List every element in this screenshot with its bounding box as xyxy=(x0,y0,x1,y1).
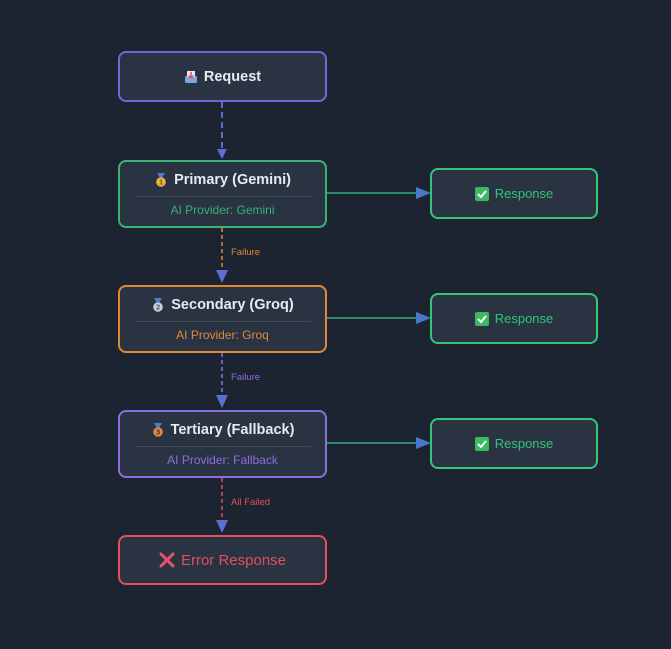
edge-label-all-failed: All Failed xyxy=(231,497,271,508)
secondary-subtitle: AI Provider: Groq xyxy=(176,327,269,342)
svg-text:1: 1 xyxy=(159,178,164,186)
response-title: Response xyxy=(494,186,554,201)
edge-label-failure-primary: Failure xyxy=(231,247,261,258)
primary-node[interactable]: 1 Primary (Gemini) AI Provider: Gemini xyxy=(118,160,327,228)
error-node[interactable]: Error Response xyxy=(118,535,327,585)
gold-medal-icon: 1 xyxy=(154,172,168,187)
response-title: Response xyxy=(494,311,554,326)
primary-divider xyxy=(134,195,311,197)
tertiary-divider xyxy=(134,445,311,447)
check-mark-icon xyxy=(474,186,489,201)
secondary-divider xyxy=(134,320,311,322)
response-title: Response xyxy=(494,436,554,451)
bronze-medal-icon: 3 xyxy=(151,422,165,437)
edge-secondary-to-response-arrowhead xyxy=(416,312,431,324)
secondary-node[interactable]: 2 Secondary (Groq) AI Provider: Groq xyxy=(118,285,327,353)
check-mark-icon xyxy=(474,311,489,326)
inbox-tray-icon xyxy=(184,70,198,84)
error-title: Error Response xyxy=(180,551,287,569)
edge-secondary-to-tertiary-arrowhead xyxy=(216,395,228,408)
response-node-primary[interactable]: Response xyxy=(430,168,598,219)
edge-tertiary-to-response-arrowhead xyxy=(416,437,431,449)
silver-medal-icon: 2 xyxy=(151,297,165,312)
primary-title: Primary (Gemini) xyxy=(174,171,291,188)
response-node-tertiary[interactable]: Response xyxy=(430,418,598,469)
tertiary-subtitle: AI Provider: Fallback xyxy=(167,452,278,467)
check-mark-icon xyxy=(474,436,489,451)
edge-label-failure-secondary: Failure xyxy=(231,372,261,383)
request-title: Request xyxy=(203,68,262,85)
svg-text:2: 2 xyxy=(156,303,161,311)
tertiary-node[interactable]: 3 Tertiary (Fallback) AI Provider: Fallb… xyxy=(118,410,327,478)
cross-mark-icon xyxy=(159,552,175,568)
edge-primary-to-response-arrowhead xyxy=(416,187,431,199)
edge-primary-to-secondary-arrowhead xyxy=(216,270,228,283)
request-node[interactable]: Request xyxy=(118,51,327,102)
response-node-secondary[interactable]: Response xyxy=(430,293,598,344)
tertiary-title: Tertiary (Fallback) xyxy=(170,421,295,438)
primary-subtitle: AI Provider: Gemini xyxy=(170,202,275,217)
svg-text:3: 3 xyxy=(155,428,160,436)
secondary-title: Secondary (Groq) xyxy=(171,296,294,313)
edge-tertiary-to-error-arrowhead xyxy=(216,520,228,533)
